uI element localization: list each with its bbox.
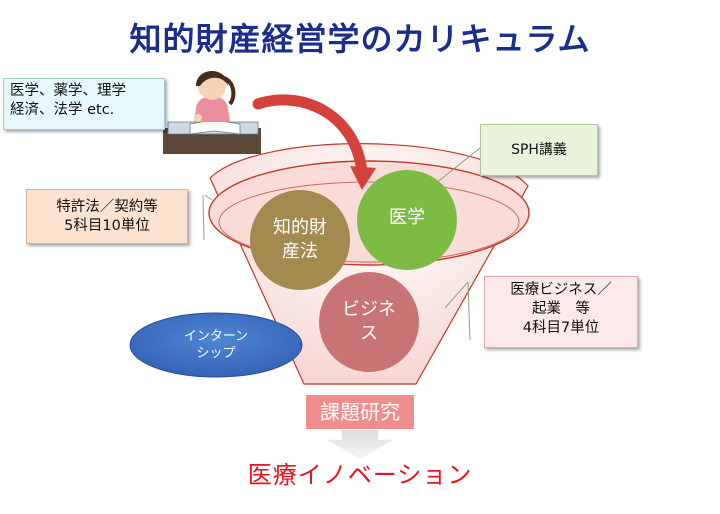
down-arrow-icon	[327, 429, 393, 459]
patent-courses-box: 特許法／契約等 5科目10単位	[26, 189, 188, 244]
background-fields-box: 医学、薬学、理学 経済、法学 etc.	[3, 78, 165, 130]
circle-medicine	[357, 170, 457, 270]
circle-business-line2: ス	[360, 323, 378, 344]
circle-business-line1: ビジネ	[342, 299, 396, 320]
internship-line1: インターン	[183, 329, 249, 344]
business-courses-line1: 医療ビジネス／	[510, 282, 612, 298]
circle-ip-law	[250, 190, 350, 290]
curved-arrow-icon	[252, 94, 376, 190]
background-fields-line1: 医学、薬学、理学	[10, 83, 126, 99]
patent-courses-line1: 特許法／契約等	[56, 199, 158, 215]
circle-ip-law-line1: 知的財	[273, 217, 327, 238]
student-studying-icon	[163, 71, 261, 154]
page-title: 知的財産経営学のカリキュラム	[129, 20, 591, 58]
sph-lecture-box: SPH講義	[480, 124, 598, 176]
circle-ip-law-label: 知的財 産法	[250, 216, 350, 264]
circle-medicine-line1: 医学	[389, 207, 425, 228]
circle-business-label: ビジネ ス	[319, 298, 419, 346]
business-courses-line3: 4科目7単位	[522, 320, 600, 336]
patent-courses-line2: 5科目10単位	[64, 218, 150, 234]
business-courses-line2: 起業 等	[532, 301, 590, 317]
circle-business	[319, 272, 419, 372]
circle-medicine-label: 医学	[357, 206, 457, 230]
sph-lecture-label: SPH講義	[511, 142, 567, 158]
medical-innovation-label: 医療イノベーション	[247, 461, 473, 489]
research-project-label: 課題研究	[306, 395, 414, 429]
internship-label: インターン シップ	[140, 328, 292, 362]
internship-line2: シップ	[196, 346, 236, 361]
background-fields-line2: 経済、法学 etc.	[10, 102, 115, 118]
circle-ip-law-line2: 産法	[282, 241, 318, 262]
business-courses-box: 医療ビジネス／ 起業 等 4科目7単位	[484, 276, 638, 348]
internship-oval	[129, 312, 303, 378]
